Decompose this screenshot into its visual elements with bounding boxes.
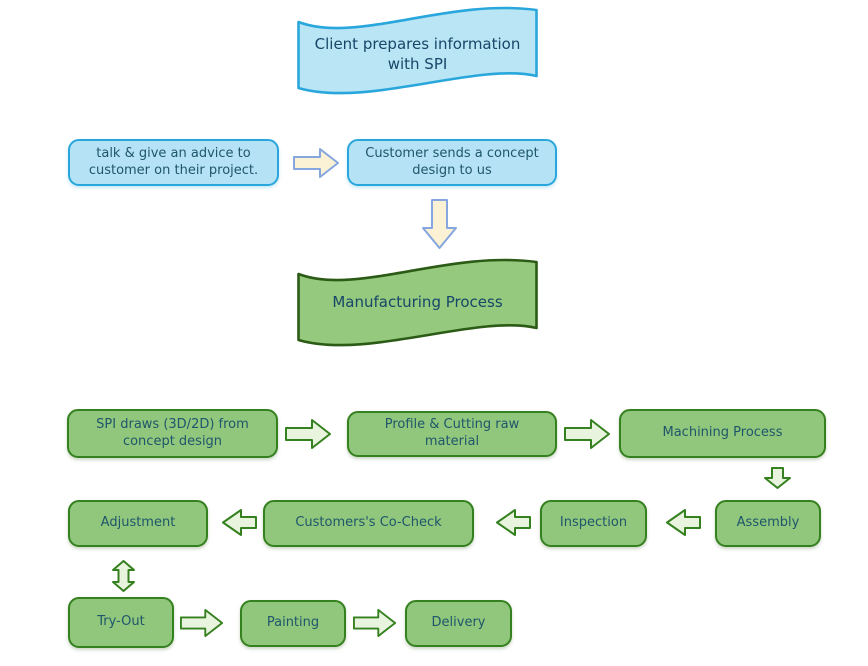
node-label: Manufacturing Process <box>332 292 503 311</box>
node-delivery: Delivery <box>405 600 512 647</box>
node-spi-draws: SPI draws (3D/2D) from concept design <box>67 409 278 458</box>
node-try-out: Try-Out <box>68 597 174 648</box>
node-customer-concept: Customer sends a concept design to us <box>347 139 557 186</box>
node-label: Customers's Co-Check <box>295 515 442 531</box>
node-label: Client prepares information with SPI <box>314 34 521 73</box>
node-label: Try-Out <box>97 614 145 630</box>
node-label: Assembly <box>736 515 800 531</box>
arrow-right-icon <box>180 608 224 638</box>
node-wave-manufacturing: Manufacturing Process <box>297 272 538 332</box>
node-adjustment: Adjustment <box>68 500 208 547</box>
arrow-right-icon <box>564 419 610 449</box>
arrow-down-icon <box>764 467 791 489</box>
node-label: talk & give an advice to customer on the… <box>88 145 259 178</box>
arrow-right-icon <box>353 608 397 638</box>
node-label: Painting <box>266 615 320 631</box>
node-inspection: Inspection <box>540 500 647 547</box>
wave-shape-client <box>297 6 538 95</box>
node-machining: Machining Process <box>619 409 826 458</box>
arrow-left-icon <box>496 509 531 536</box>
arrow-left-icon <box>222 509 257 536</box>
node-label: Adjustment <box>100 515 176 531</box>
node-label: Customer sends a concept design to us <box>365 145 539 178</box>
node-label: Profile & Cutting raw material <box>384 417 520 449</box>
arrow-right-icon <box>285 419 331 449</box>
arrow-right-icon <box>293 148 339 178</box>
node-label: SPI draws (3D/2D) from concept design <box>96 416 249 449</box>
arrow-left-icon <box>666 509 701 536</box>
node-painting: Painting <box>240 600 346 647</box>
node-label: Delivery <box>431 615 486 631</box>
node-talk-advice: talk & give an advice to customer on the… <box>68 139 279 186</box>
node-label: Inspection <box>559 515 628 531</box>
arrow-up-down-icon <box>112 560 135 592</box>
node-assembly: Assembly <box>715 500 821 547</box>
node-co-check: Customers's Co-Check <box>263 500 474 547</box>
node-label: Machining Process <box>662 425 783 441</box>
node-profile-cutting: Profile & Cutting raw material <box>347 411 557 457</box>
arrow-down-icon <box>422 199 457 249</box>
wave-shape-manufacturing <box>297 258 538 347</box>
node-wave-client: Client prepares information with SPI <box>297 20 538 88</box>
